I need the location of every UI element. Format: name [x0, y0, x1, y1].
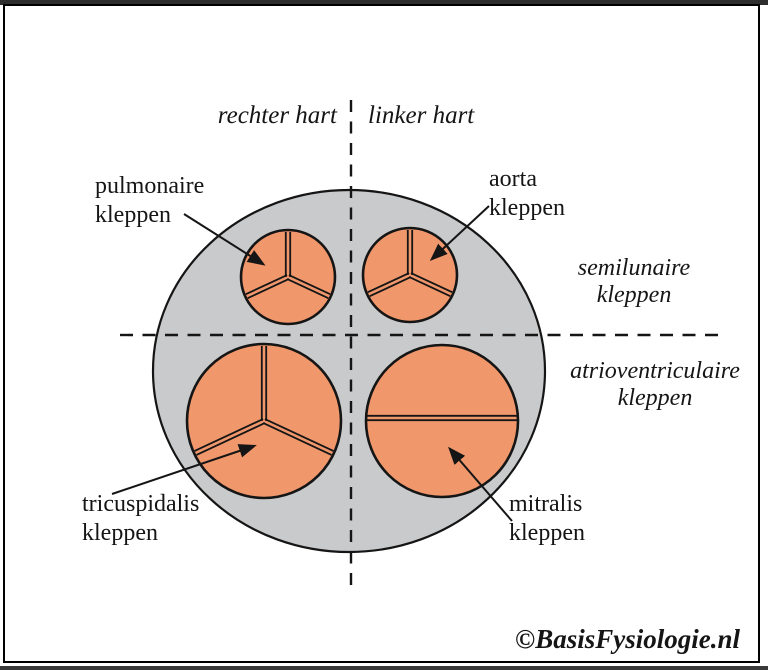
top-edge-strip: [0, 0, 768, 5]
aortic-valve-circle: [361, 226, 459, 324]
mitral-valve-label: mitralis kleppen: [509, 490, 585, 548]
mitral-arrow: [448, 446, 513, 522]
mitral-valve-circle: [364, 343, 520, 499]
left-heart-title: linker hart: [368, 102, 475, 129]
semilunar-valves-label: semilunaire kleppen: [534, 255, 734, 309]
semilunar-valves-label-line2: kleppen: [596, 282, 672, 308]
mitral-valve-label-line1: mitralis: [509, 491, 583, 517]
atrioventricular-valves-label: atrioventriculaire kleppen: [545, 358, 765, 412]
watermark: ©BasisFysiologie.nl: [515, 624, 740, 654]
figure-border-frame: [3, 4, 760, 663]
pulmonary-valve-label-line1: pulmonaire: [95, 173, 205, 199]
pulmonary-valve-circle: [239, 228, 337, 326]
bottom-edge-strip: [0, 666, 768, 670]
semilunar-valves-label-line1: semilunaire: [577, 255, 691, 281]
mitral-leaflet-line: [367, 414, 517, 422]
pulmonary-valve-label: pulmonaire kleppen: [95, 172, 204, 230]
tricuspid-valve-label: tricuspidalis kleppen: [82, 490, 199, 548]
tricuspid-valve-label-line1: tricuspidalis: [82, 491, 200, 517]
tricuspid-arrow: [111, 444, 257, 495]
right-heart-title: rechter hart: [217, 102, 337, 129]
pulmonary-arrow: [183, 213, 266, 266]
pulmonary-valve-label-line2: kleppen: [95, 202, 171, 228]
aortic-valve-label: aorta kleppen: [489, 165, 565, 223]
aortic-valve-label-line1: aorta: [489, 166, 537, 192]
aortic-valve-label-line2: kleppen: [489, 195, 565, 221]
atrioventricular-valves-label-line2: kleppen: [617, 385, 693, 411]
tricuspid-valve-circle: [185, 342, 343, 500]
atrioventricular-valves-label-line1: atrioventriculaire: [570, 358, 740, 384]
aortic-arrow: [429, 205, 490, 262]
tricuspid-valve-label-line2: kleppen: [82, 520, 158, 546]
mitral-valve-label-line2: kleppen: [509, 520, 585, 546]
